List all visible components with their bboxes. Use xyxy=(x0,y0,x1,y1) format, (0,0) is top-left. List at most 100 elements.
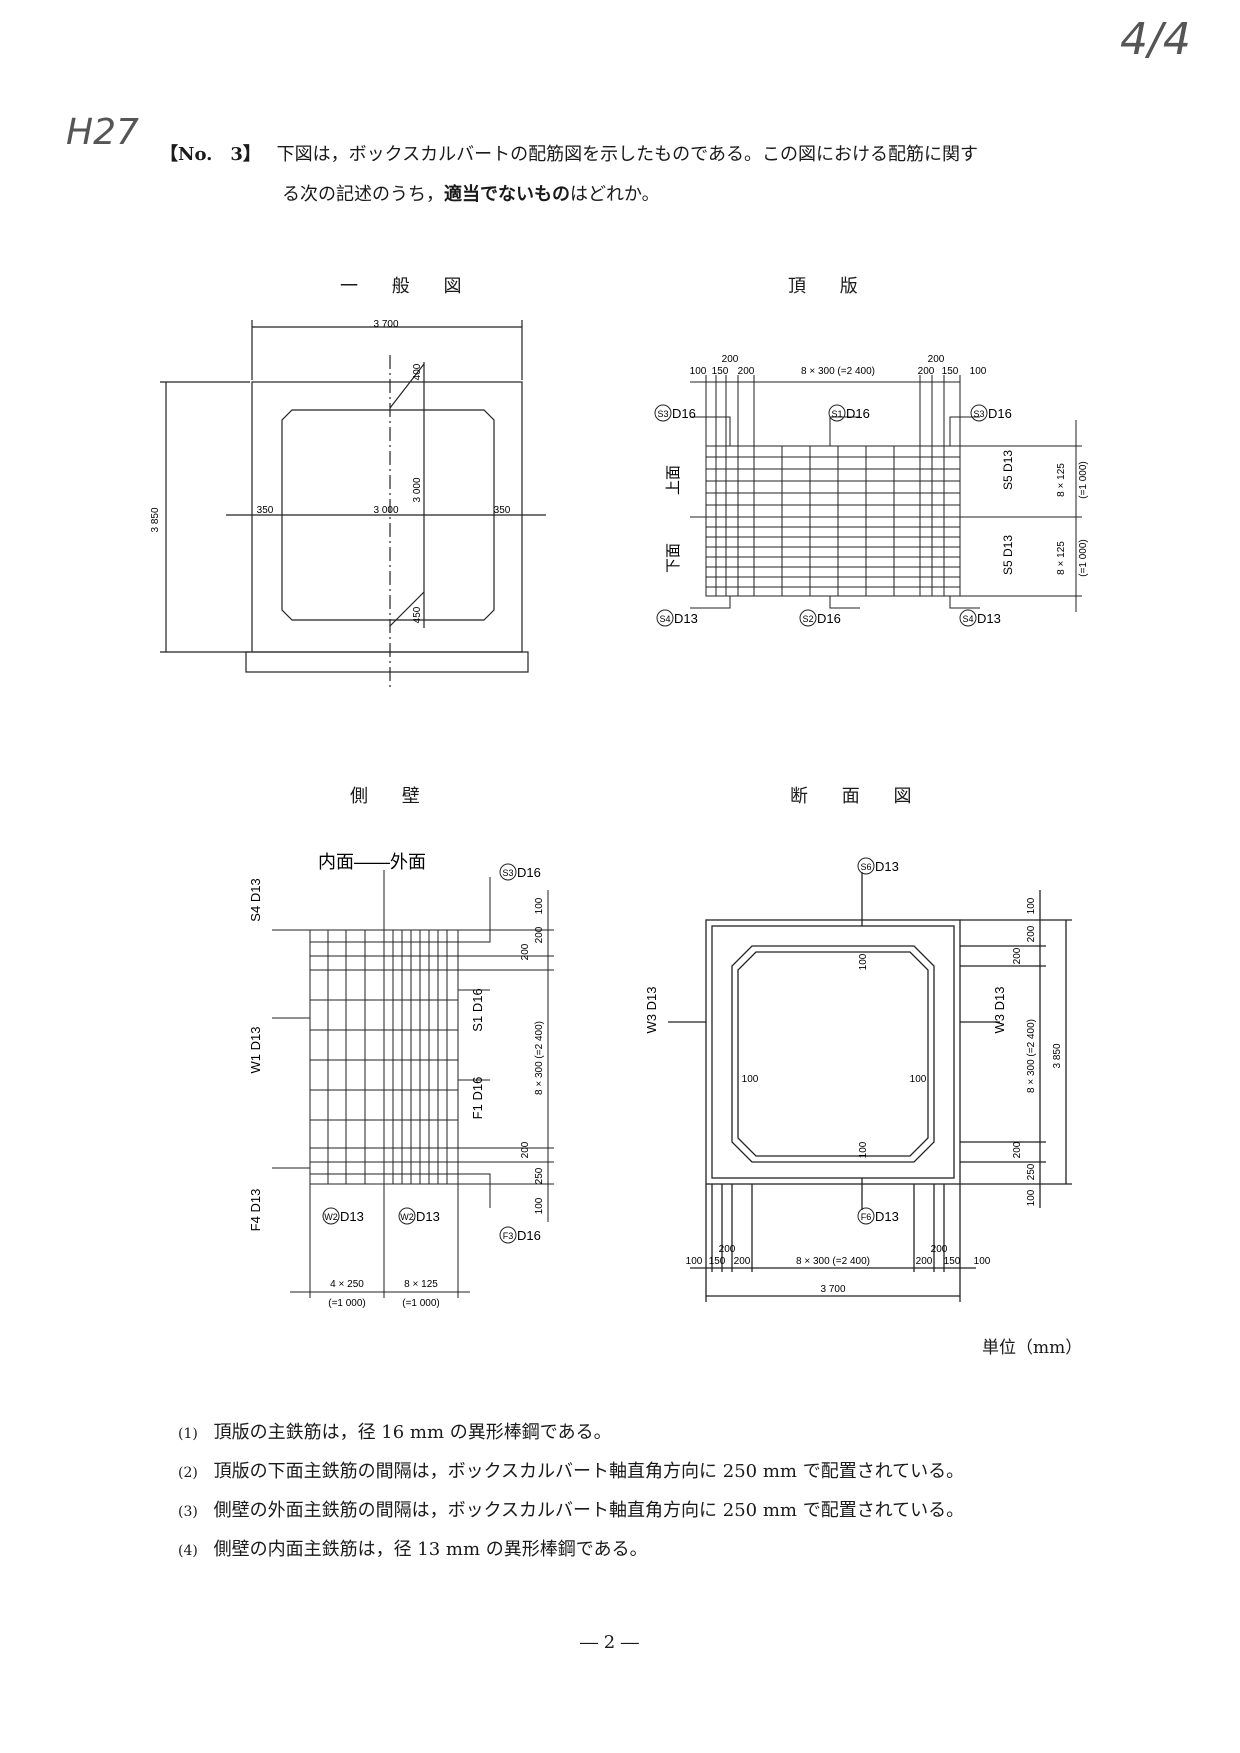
ts-dim-v1: 8 × 125 xyxy=(1056,463,1067,497)
sec-label-f6: D13 xyxy=(875,1209,899,1224)
dim-top-thickness: 400 xyxy=(412,363,423,380)
dim-total-height: 3 850 xyxy=(150,507,161,532)
sec-dim-r100a: 100 xyxy=(1026,897,1037,914)
ts-mark-s4r: S4 xyxy=(962,614,973,624)
sec-mark-s6: S6 xyxy=(860,862,871,872)
sw-dim-span: 8 × 300 (=2 400) xyxy=(534,1021,545,1095)
sw-label-f4: F4 D13 xyxy=(248,1189,263,1232)
sec-label-w3l: W3 D13 xyxy=(644,987,659,1034)
sec-dim-b150a: 150 xyxy=(709,1256,726,1267)
option-number: (2) xyxy=(178,1465,198,1481)
dim-wall-left: 350 xyxy=(257,505,274,516)
sw-dim-100a: 100 xyxy=(534,897,545,914)
sec-dim-r200a: 200 xyxy=(1026,925,1037,942)
ts-mark-s3r: S3 xyxy=(973,409,984,419)
option-1: (1) 頂版の主鉄筋は，径 16 mm の異形棒鋼である。 xyxy=(178,1418,612,1444)
sw-dim-200c: 200 xyxy=(520,1141,531,1158)
sec-dim-c100-top: 100 xyxy=(858,953,869,970)
top-slab-drawing: 100 150 200 200 8 × 300 (=2 400) 200 200… xyxy=(654,354,1089,627)
sw-inner-outer-label: 内面——外面 xyxy=(318,852,426,872)
sec-dim-span-h: 8 × 300 (=2 400) xyxy=(796,1256,870,1267)
dim-wall-right: 350 xyxy=(494,505,511,516)
ts-dim-150b: 150 xyxy=(942,366,959,377)
ts-mark-s2: S2 xyxy=(802,614,813,624)
sec-dim-b200a: 200 xyxy=(719,1244,736,1255)
sw-dim-200b: 200 xyxy=(520,943,531,960)
side-wall-drawing: 内面——外面 100 200 200 8 × 300 (=2 400) 200 … xyxy=(248,852,554,1309)
sw-dim-b2: 8 × 125 xyxy=(404,1279,438,1290)
ts-dim-200c: 200 xyxy=(918,366,935,377)
sec-dim-total-h: 3 700 xyxy=(820,1284,845,1295)
sw-mark-f3: F3 xyxy=(503,1231,514,1241)
sec-label-w3r: W3 D13 xyxy=(992,987,1007,1034)
option-4: (4) 側壁の内面主鉄筋は，径 13 mm の異形棒鋼である。 xyxy=(178,1535,648,1561)
ts-dim-100a: 100 xyxy=(690,366,707,377)
general-drawing: 3 700 3 850 350 3 000 350 3 000 400 450 xyxy=(150,319,546,690)
option-number: (1) xyxy=(178,1426,198,1442)
sw-label-w2a: D13 xyxy=(340,1209,364,1224)
ts-label-s1: D16 xyxy=(846,406,870,421)
sw-mark-w2a: W2 xyxy=(324,1212,338,1222)
dim-total-width: 3 700 xyxy=(373,319,398,330)
sw-mark-s3: S3 xyxy=(502,868,513,878)
sec-dim-r200c: 200 xyxy=(1012,1141,1023,1158)
sw-dim-b1: 4 × 250 xyxy=(330,1279,364,1290)
ts-dim-v2b: (=1 000) xyxy=(1078,539,1089,577)
option-text: 頂版の下面主鉄筋の間隔は，ボックスカルバート軸直角方向に 250 mm で配置さ… xyxy=(213,1461,965,1482)
sw-dim-b2b: (=1 000) xyxy=(402,1298,440,1309)
sw-mark-w2b: W2 xyxy=(400,1212,414,1222)
sec-dim-r100b: 100 xyxy=(1026,1189,1037,1206)
ts-label-s3l: D16 xyxy=(672,406,696,421)
ts-label-upper: 上面 xyxy=(665,465,682,495)
option-number: (3) xyxy=(178,1504,198,1520)
unit-label: 単位（mm） xyxy=(982,1338,1083,1358)
ts-dim-100b: 100 xyxy=(970,366,987,377)
ts-label-s3r: D16 xyxy=(988,406,1012,421)
ts-mark-s1: S1 xyxy=(831,409,842,419)
sec-dim-c100-bottom: 100 xyxy=(858,1141,869,1158)
sec-dim-r200b: 200 xyxy=(1012,947,1023,964)
sw-label-s1: S1 D16 xyxy=(470,988,485,1031)
dim-bottom-thickness: 450 xyxy=(412,606,423,623)
sec-dim-b200d: 200 xyxy=(931,1244,948,1255)
top-slab-title: 頂 版 xyxy=(788,276,872,297)
sec-dim-c100-right: 100 xyxy=(910,1074,927,1085)
option-2: (2) 頂版の下面主鉄筋の間隔は，ボックスカルバート軸直角方向に 250 mm … xyxy=(178,1457,964,1483)
ts-dim-v1b: (=1 000) xyxy=(1078,461,1089,499)
handwritten-page-mark: 4/4 xyxy=(1120,14,1191,65)
sw-dim-250: 250 xyxy=(534,1167,545,1184)
section-title: 断 面 図 xyxy=(790,786,926,807)
dim-inner-height: 3 000 xyxy=(412,477,423,502)
ts-dim-v2: 8 × 125 xyxy=(1056,541,1067,575)
sec-label-s6: D13 xyxy=(875,859,899,874)
sw-dim-b1b: (=1 000) xyxy=(328,1298,366,1309)
ts-dim-200a: 200 xyxy=(722,354,739,365)
sw-label-w2b: D13 xyxy=(416,1209,440,1224)
page-number: ― 2 ― xyxy=(580,1632,639,1653)
question-number: 【No. 3】 xyxy=(160,144,261,165)
question-text-1: 下図は，ボックスカルバートの配筋図を示したものである。この図における配筋に関す xyxy=(276,144,978,165)
option-text: 側壁の外面主鉄筋の間隔は，ボックスカルバート軸直角方向に 250 mm で配置さ… xyxy=(213,1500,965,1521)
sec-dim-b150b: 150 xyxy=(944,1256,961,1267)
sec-dim-b200c: 200 xyxy=(916,1256,933,1267)
question-text-2b: はどれか。 xyxy=(570,184,660,205)
sw-label-f1: F1 D16 xyxy=(470,1077,485,1120)
ts-dim-200d: 200 xyxy=(928,354,945,365)
sw-dim-100b: 100 xyxy=(534,1197,545,1214)
sw-dim-200a: 200 xyxy=(534,926,545,943)
sec-dim-b200b: 200 xyxy=(734,1256,751,1267)
ts-label-s5b: S5 D13 xyxy=(1001,535,1015,575)
ts-label-s4l: D13 xyxy=(674,611,698,626)
sw-label-f3: D16 xyxy=(517,1228,541,1243)
ts-dim-span: 8 × 300 (=2 400) xyxy=(801,366,875,377)
ts-label-lower: 下面 xyxy=(665,543,682,573)
dim-inner-width: 3 000 xyxy=(373,505,398,516)
handwritten-year: H27 xyxy=(66,112,139,153)
ts-label-s4r: D13 xyxy=(977,611,1001,626)
sec-dim-span-v: 8 × 300 (=2 400) xyxy=(1026,1019,1037,1093)
sec-dim-c100-left: 100 xyxy=(742,1074,759,1085)
question-text-2a: る次の記述のうち， xyxy=(282,184,444,205)
sec-dim-r250: 250 xyxy=(1026,1163,1037,1180)
general-figure-title: 一 般 図 xyxy=(340,276,476,297)
question-emphasis: 適当でないもの xyxy=(444,184,570,205)
